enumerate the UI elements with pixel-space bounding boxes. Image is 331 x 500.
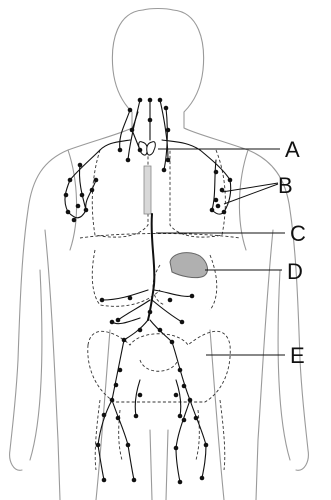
label-b: B xyxy=(278,173,293,198)
body-outline xyxy=(10,9,309,500)
label-c: C xyxy=(290,221,306,246)
label-e: E xyxy=(290,343,305,368)
thoracic-trunk xyxy=(144,166,151,214)
labels: A B C D E xyxy=(278,137,306,368)
spleen xyxy=(170,253,207,278)
label-a: A xyxy=(285,137,300,162)
label-d: D xyxy=(287,259,303,284)
